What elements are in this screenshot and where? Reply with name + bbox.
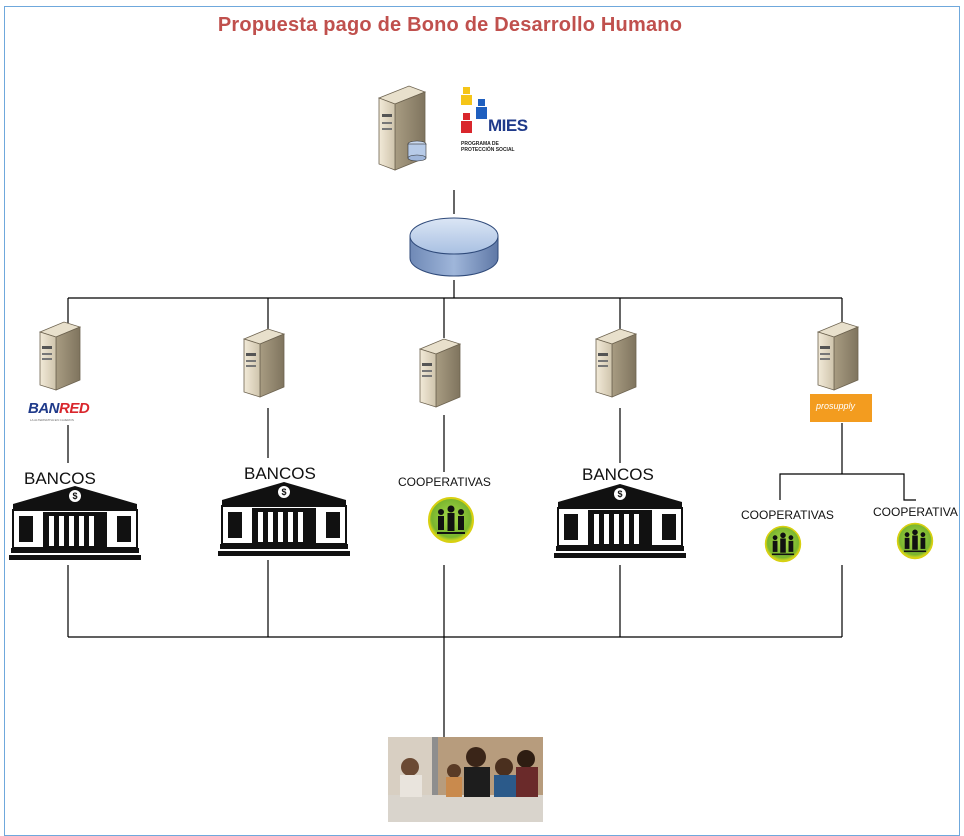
node-label-cooperativa-3: COOPERATIVA — [873, 505, 958, 519]
main-server-icon — [377, 85, 427, 171]
server-icon-bancos-3 — [594, 328, 638, 398]
database-icon — [409, 217, 499, 277]
svg-text:$: $ — [617, 489, 622, 499]
banred-logo: BANRED — [28, 400, 90, 417]
mies-logo-text: MIES — [488, 116, 528, 135]
cooperativas-icon-1 — [428, 497, 474, 543]
beneficiaries-photo-illustration — [388, 737, 543, 822]
server-icon-cooperativas — [418, 338, 462, 408]
server-icon-bancos-2 — [242, 328, 286, 398]
cooperativa-icon-3 — [896, 522, 934, 560]
branch-line-cooperativas — [779, 473, 916, 501]
bank-icon-3: $ — [554, 484, 686, 558]
node-label-bancos-3: BANCOS — [582, 465, 654, 484]
node-label-bancos-2: BANCOS — [244, 464, 316, 483]
mies-subtitle-1: PROGRAMA DE — [461, 141, 499, 147]
banred-logo-part2: RED — [59, 400, 90, 417]
bank-icon-1: $ — [9, 486, 141, 560]
diagram-title: Propuesta pago de Bono de Desarrollo Hum… — [217, 14, 683, 36]
prosupply-logo: prosupply — [810, 394, 872, 422]
svg-text:$: $ — [72, 491, 77, 501]
beneficiaries-photo — [388, 737, 543, 822]
mies-subtitle-2: PROTECCIÓN SOCIAL — [461, 147, 515, 153]
node-label-cooperativas-1: COOPERATIVAS — [398, 475, 491, 489]
banred-logo-part1: BAN — [28, 400, 60, 417]
node-label-bancos-1: BANCOS — [24, 469, 96, 488]
cooperativas-icon-2 — [764, 525, 802, 563]
bank-icon-2: $ — [218, 482, 350, 556]
server-icon-prosupply — [816, 321, 860, 391]
svg-text:$: $ — [281, 487, 286, 497]
banred-tagline: LA ALTERNATIVA EN CAJEROS — [30, 418, 74, 422]
node-label-cooperativas-2: COOPERATIVAS — [741, 508, 834, 522]
server-icon-banred — [38, 321, 82, 391]
mies-logo-icon — [461, 87, 487, 133]
